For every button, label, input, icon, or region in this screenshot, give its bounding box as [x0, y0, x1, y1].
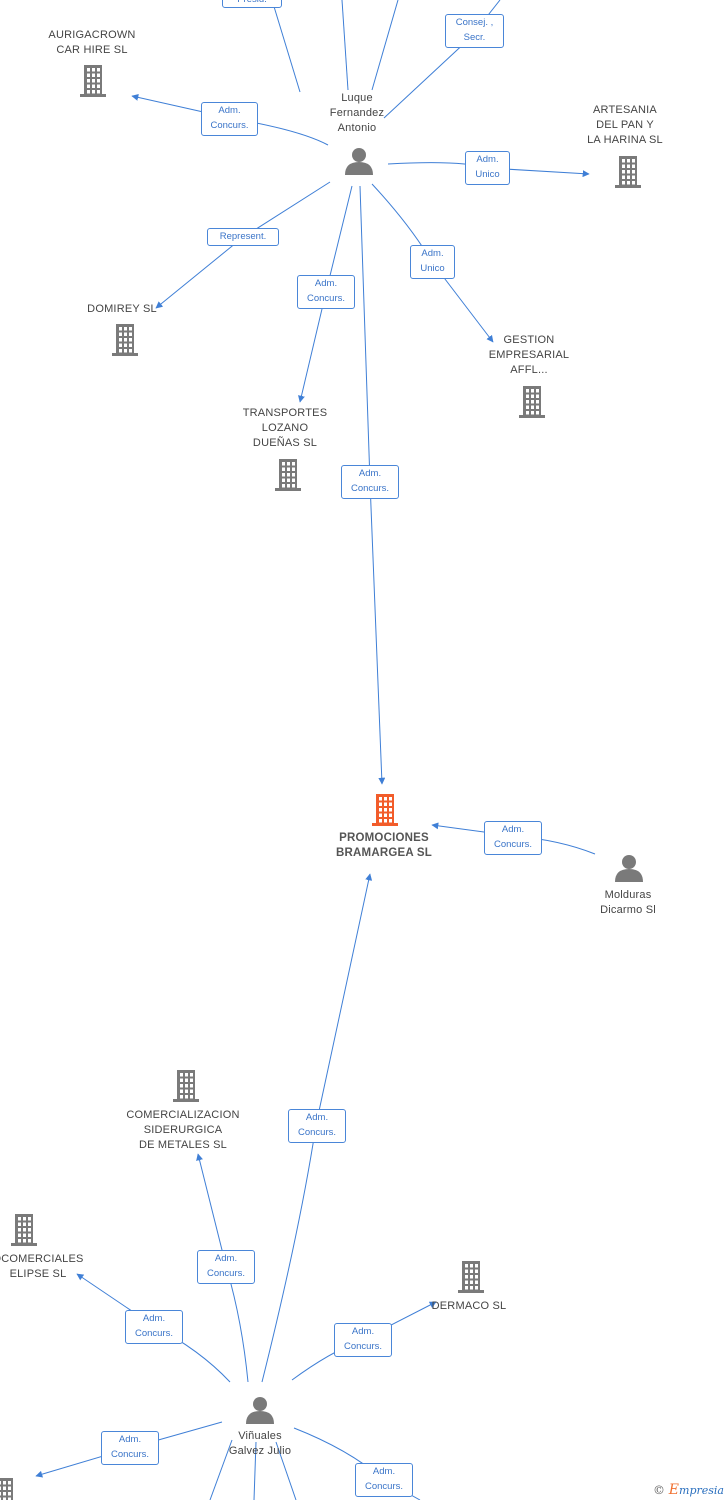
building-icon-offleft[interactable] [0, 1478, 17, 1500]
edge-label-luque-transportes[interactable]: Adm. Concurs. [297, 275, 355, 309]
building-icon-artesania[interactable] [615, 156, 641, 188]
copyright-symbol: © [652, 1483, 665, 1497]
brand-name: mpresia [679, 1484, 724, 1497]
node-label-aurigacrown[interactable]: AURIGACROWN CAR HIRE SL [48, 29, 136, 56]
building-icon-domirey[interactable] [112, 324, 138, 356]
edge-label-vinuales-elipse[interactable]: Adm. Concurs. [125, 1310, 183, 1344]
edge-label-vinuales-promociones[interactable]: Adm. Concurs. [288, 1109, 346, 1143]
node-label-elipse[interactable]: OCOMERCIALES ELIPSE SL [0, 1253, 84, 1280]
edge-label-vinuales-offleft[interactable]: Adm. Concurs. [101, 1431, 159, 1465]
node-label-dermaco[interactable]: DERMACO SL [431, 1300, 507, 1312]
edge-label-presid[interactable]: Presid. [222, 0, 282, 8]
building-icon-gestion[interactable] [519, 386, 545, 418]
edge-line-top3 [271, 0, 301, 93]
building-icon-aurigacrown[interactable] [80, 65, 106, 97]
edge-line-vinuales-down3 [275, 1441, 297, 1500]
person-icon-luque[interactable] [345, 148, 373, 175]
node-label-domirey[interactable]: DOMIREY SL [87, 303, 157, 315]
edge-label-vinuales-comercializacion[interactable]: Adm. Concurs. [197, 1250, 255, 1284]
empresia-watermark: © Empresia [653, 1482, 724, 1498]
brand-initial: E [668, 1482, 680, 1498]
node-label-luque[interactable]: Luque Fernandez Antonio [329, 92, 385, 134]
edge-label-luque-auriga[interactable]: Adm. Concurs. [201, 102, 258, 136]
edge-label-vinuales-offright[interactable]: Adm. Concurs. [355, 1463, 413, 1497]
edge-label-luque-domirey[interactable]: Represent. [207, 228, 279, 246]
building-icon-comercializacion[interactable] [173, 1070, 199, 1102]
building-icon-promociones[interactable] [372, 794, 398, 826]
edge-line-presid [341, 0, 349, 91]
edge-label-vinuales-dermaco[interactable]: Adm. Concurs. [334, 1323, 392, 1357]
edge-label-luque-promociones[interactable]: Adm. Concurs. [341, 465, 399, 499]
node-label-gestion[interactable]: GESTION EMPRESARIAL AFFL... [488, 334, 570, 376]
person-icon-molduras[interactable] [615, 855, 643, 882]
building-icon-transportes[interactable] [275, 459, 301, 491]
building-icon-elipse[interactable] [11, 1214, 37, 1246]
edge-line-vinuales-down1 [209, 1439, 233, 1500]
node-label-promociones[interactable]: PROMOCIONES BRAMARGEA SL [336, 832, 432, 859]
person-icon-vinuales[interactable] [246, 1397, 274, 1424]
building-icon-dermaco[interactable] [458, 1261, 484, 1293]
node-label-molduras[interactable]: Molduras Dicarmo Sl [600, 889, 656, 916]
edge-label-luque-artesania[interactable]: Adm. Unico [465, 151, 510, 185]
edge-label-luque-gestion[interactable]: Adm. Unico [410, 245, 455, 279]
edge-label-molduras-promociones[interactable]: Adm. Concurs. [484, 821, 542, 855]
node-label-vinuales[interactable]: Viñuales Galvez Julio [228, 1430, 292, 1457]
edge-label-consej-secr[interactable]: Consej. , Secr. [445, 14, 504, 48]
node-label-comercializacion[interactable]: COMERCIALIZACION SIDERURGICA DE METALES … [126, 1109, 240, 1151]
edge-line-top2 [371, 0, 399, 91]
edge-line-vinuales-down2 [253, 1441, 257, 1500]
node-label-transportes[interactable]: TRANSPORTES LOZANO DUEÑAS SL [242, 407, 328, 449]
node-label-artesania[interactable]: ARTESANIA DEL PAN Y LA HARINA SL [587, 104, 663, 146]
